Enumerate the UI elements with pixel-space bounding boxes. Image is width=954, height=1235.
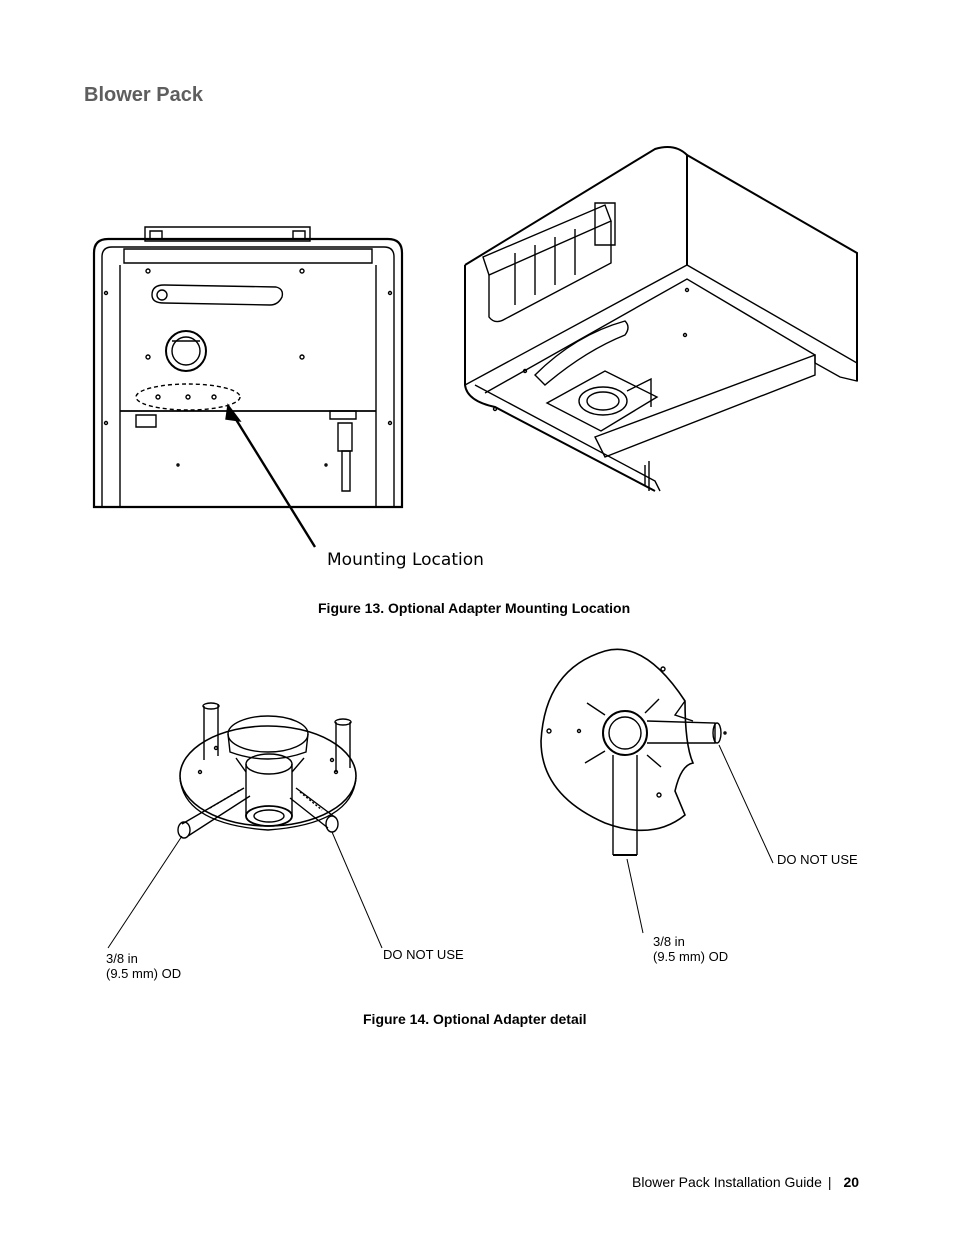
footer-separator: | [827, 1174, 832, 1190]
right-size-callout: 3/8 in (9.5 mm) OD [653, 934, 728, 964]
adapter-top-view [535, 645, 795, 945]
mounting-location-callout: Mounting Location [327, 550, 484, 570]
blower-pack-front-view [90, 225, 410, 555]
figure-13-caption: Figure 13. Optional Adapter Mounting Loc… [318, 600, 631, 616]
page-footer: Blower Pack Installation Guide | 20 [632, 1174, 859, 1190]
right-do-not-use-callout: DO NOT USE [777, 852, 858, 867]
figure-14-caption: Figure 14. Optional Adapter detail [363, 1011, 587, 1027]
footer-guide-title: Blower Pack Installation Guide [632, 1174, 822, 1190]
footer-page-number: 20 [843, 1174, 860, 1190]
section-title: Blower Pack [84, 84, 203, 106]
left-size-callout: 3/8 in (9.5 mm) OD [106, 951, 181, 981]
right-size-line-1: 3/8 in [653, 934, 685, 949]
right-size-line-2: (9.5 mm) OD [653, 949, 729, 964]
adapter-perspective-view [100, 700, 400, 960]
left-size-line-1: 3/8 in [106, 951, 138, 966]
left-size-line-2: (9.5 mm) OD [106, 966, 182, 981]
left-do-not-use-callout: DO NOT USE [383, 947, 464, 962]
blower-pack-isometric-view [455, 145, 865, 515]
